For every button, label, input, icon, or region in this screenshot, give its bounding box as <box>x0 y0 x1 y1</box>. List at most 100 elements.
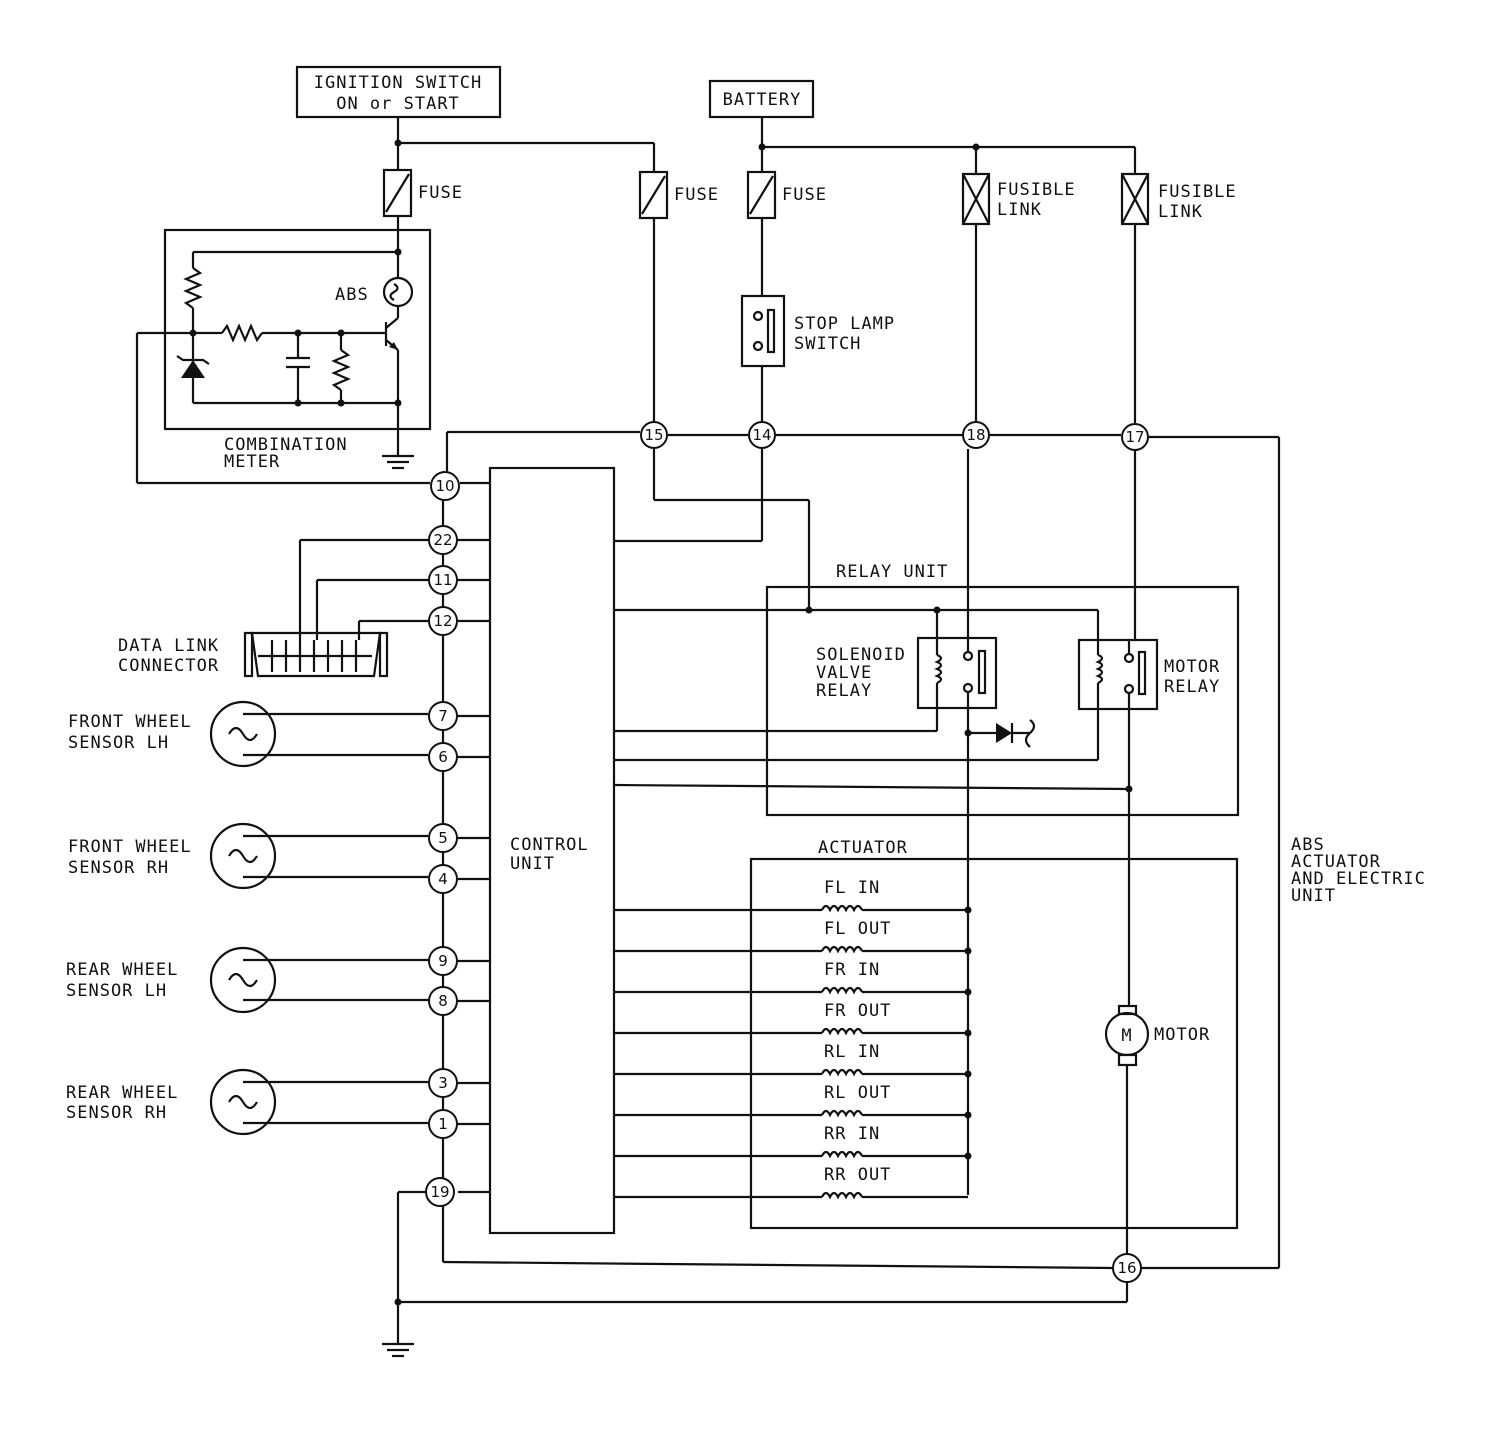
connector-5: 5 <box>428 823 458 853</box>
sensor-rear-lh-label: REAR WHEEL <box>66 960 178 980</box>
motor-label: MOTOR <box>1154 1025 1210 1045</box>
solenoid-label: RL IN <box>824 1042 880 1062</box>
abs-unit-label: ABS <box>1291 835 1325 855</box>
solenoid-label: RL OUT <box>824 1083 891 1103</box>
solenoid-label: RR OUT <box>824 1165 891 1185</box>
fusible-link-motor-label-2: LINK <box>1158 202 1203 222</box>
battery-supply-wires <box>758 117 1137 174</box>
solenoid-valve-relay-label: SOLENOID <box>816 645 906 665</box>
solenoid-row: RR IN <box>614 1124 972 1160</box>
sensor-rear-lh-label-2: SENSOR LH <box>66 981 167 1001</box>
sensor-rear-rh-label: REAR WHEEL <box>66 1083 178 1103</box>
control-unit-box <box>488 466 616 1235</box>
fusible-link-solenoid-label-2: LINK <box>997 200 1042 220</box>
connector-18: 18 <box>962 421 990 449</box>
solenoid-valve-relay-box <box>916 636 998 710</box>
control-unit-label: CONTROL <box>510 835 589 855</box>
pin-19-label: 19 <box>430 1183 449 1201</box>
sensor-front-lh-label: FRONT WHEEL <box>68 712 192 732</box>
top-harness-wires <box>445 218 1281 1270</box>
solenoid-label: FL OUT <box>824 919 891 939</box>
combination-meter-circuit <box>176 216 414 470</box>
connector-1: 1 <box>428 1109 458 1139</box>
abs-warning-lamp <box>382 276 414 308</box>
fuse-control-unit <box>638 170 669 220</box>
connector-15: 15 <box>640 421 668 449</box>
connector-22: 22 <box>428 525 458 555</box>
solenoid-label: FR OUT <box>824 1001 891 1021</box>
connector-3: 3 <box>428 1068 458 1098</box>
connector-14: 14 <box>748 421 776 449</box>
actuator-label: ACTUATOR <box>818 838 908 858</box>
pin-6-label: 6 <box>438 748 448 766</box>
pin-15-label: 15 <box>644 426 663 444</box>
pin-22-label: 22 <box>433 531 452 549</box>
connector-4: 4 <box>428 864 458 894</box>
abs-lamp-label: ABS <box>335 285 369 305</box>
motor-relay-label: MOTOR <box>1164 657 1220 677</box>
relay-unit-box <box>765 585 1240 817</box>
sensor-rear-rh-label-2: SENSOR RH <box>66 1103 167 1123</box>
ignition-switch-state-label: ON or START <box>336 94 460 114</box>
fusible-link-solenoid <box>961 172 991 226</box>
abs-unit-label-2: ACTUATOR <box>1291 852 1381 872</box>
stop-lamp-switch-box <box>740 294 786 368</box>
data-link-connector-label-2: CONNECTOR <box>118 656 219 676</box>
solenoid-row: RR OUT <box>614 1165 968 1200</box>
solenoid-label: FL IN <box>824 878 880 898</box>
fuse-meter <box>382 168 413 218</box>
motor-symbol: M <box>1121 1026 1132 1046</box>
solenoid-row: FL IN <box>614 878 972 914</box>
battery-label: BATTERY <box>723 90 802 110</box>
connector-6: 6 <box>428 742 458 772</box>
pin-4-label: 4 <box>438 870 448 888</box>
sensor-front-rh-label-2: SENSOR RH <box>68 858 169 878</box>
abs-unit-label-4: UNIT <box>1291 886 1336 906</box>
solenoid-label: FR IN <box>824 960 880 980</box>
wheel-sensor-rear-lh <box>209 946 428 1014</box>
data-link-connector-label: DATA LINK <box>118 636 219 656</box>
wheel-sensor-front-rh <box>209 822 428 890</box>
pin-10-label: 10 <box>435 477 454 495</box>
actuator-solenoids: FL IN FL OUT FR IN FR OUT RL IN RL OUT RR IN RR… <box>614 878 972 1200</box>
solenoid-valve-relay-label-2: VALVE <box>816 663 872 683</box>
ignition-supply-wires <box>394 117 656 172</box>
solenoid-row: RL IN <box>614 1042 972 1078</box>
stop-lamp-switch-label: STOP LAMP <box>794 314 895 334</box>
fusible-link-solenoid-label: FUSIBLE <box>997 180 1076 200</box>
relay-unit-label: RELAY UNIT <box>836 562 948 582</box>
pin-17-label: 17 <box>1125 428 1144 446</box>
actuator-box <box>749 857 1239 1230</box>
motor-relay-internals <box>613 449 1147 1006</box>
wheel-sensor-rear-rh <box>209 1068 428 1136</box>
solenoid-valve-relay-internals <box>614 449 1036 1195</box>
relay-feed-wires <box>614 606 1100 655</box>
combination-meter-label-2: METER <box>224 452 280 472</box>
connector-11: 11 <box>428 565 458 595</box>
connector-19: 19 <box>425 1177 455 1207</box>
solenoid-label: RR IN <box>824 1124 880 1144</box>
connector-7: 7 <box>428 701 458 731</box>
pump-motor <box>1104 1004 1150 1254</box>
control-unit-label-2: UNIT <box>510 854 555 874</box>
fusible-link-motor <box>1120 172 1150 226</box>
pin-1-label: 1 <box>438 1115 448 1133</box>
fusible-link-motor-label: FUSIBLE <box>1158 182 1237 202</box>
connector-12: 12 <box>428 606 458 636</box>
pin-7-label: 7 <box>438 707 448 725</box>
fuse-stop-lamp <box>746 170 777 220</box>
connector-8: 8 <box>428 986 458 1016</box>
connector-16: 16 <box>1112 1253 1142 1283</box>
motor-relay-box <box>1077 638 1159 711</box>
solenoid-row: FL OUT <box>614 919 972 955</box>
pin-14-label: 14 <box>752 426 771 444</box>
pin-3-label: 3 <box>438 1074 448 1092</box>
stop-lamp-switch-contacts <box>752 308 776 354</box>
pin-11-label: 11 <box>433 571 452 589</box>
connector-9: 9 <box>428 946 458 976</box>
connector-10: 10 <box>430 471 460 501</box>
stop-lamp-switch-label-2: SWITCH <box>794 334 861 354</box>
data-link-connector <box>243 538 428 678</box>
pin-18-label: 18 <box>966 426 985 444</box>
